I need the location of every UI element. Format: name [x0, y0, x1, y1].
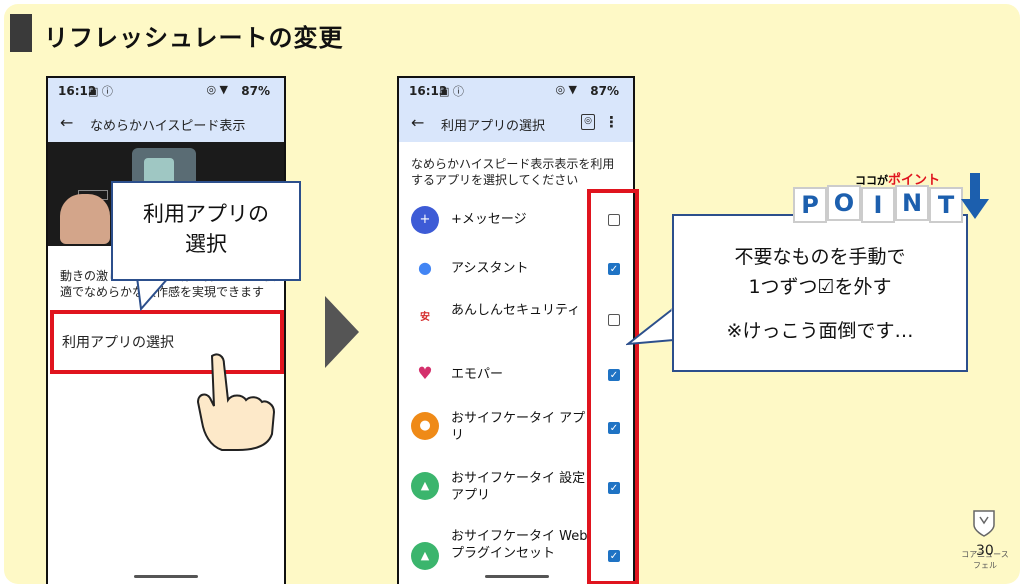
point-letter: O: [827, 185, 861, 221]
next-step-arrow-icon: [325, 296, 359, 368]
pointing-hand-icon: [196, 353, 276, 451]
screen-title: なめらかハイスピード表示: [90, 119, 246, 134]
shield-logo-icon: [973, 510, 995, 537]
app-name: エモパー: [451, 367, 504, 382]
home-indicator: [485, 575, 549, 578]
back-arrow-icon[interactable]: ←: [60, 113, 74, 132]
app-checkbox[interactable]: ✓: [608, 550, 620, 562]
app-bar: ← なめらかハイスピード表示: [48, 104, 284, 142]
assistant-icon: ●: [411, 254, 439, 282]
status-time: 16:13: [409, 84, 448, 98]
signal-icon: ◎ ▼: [555, 83, 577, 96]
point-letter: P: [793, 187, 827, 223]
android-icon: ▲: [411, 472, 439, 500]
battery-level: 87%: [590, 84, 619, 98]
title-accent-bar: [10, 14, 32, 52]
bubble-tail-left: [135, 277, 171, 311]
app-checkbox[interactable]: ✓: [608, 482, 620, 494]
app-checkbox[interactable]: ✓: [608, 369, 620, 381]
slide: リフレッシュレートの変更 16:12 ▣ ⓘ ◎ ▼ 87% ← なめらかハイス…: [4, 4, 1020, 584]
point-letter: T: [929, 187, 963, 223]
highlight-frame-select-row: [50, 310, 284, 374]
slide-title: リフレッシュレートの変更: [44, 24, 344, 52]
down-arrow-icon: [961, 173, 989, 219]
wallet-icon: ●: [411, 412, 439, 440]
point-letter: I: [861, 187, 895, 223]
app-name: おサイフケータイ Webプラグインセット: [451, 529, 588, 561]
app-list: + +メッセージ ● アシスタント ✓ 安 あんしんセキュリティ ♥ エモパー …: [399, 78, 633, 584]
search-app-icon[interactable]: ◎: [581, 114, 595, 130]
callout-line-3: ※けっこう面倒です…: [726, 320, 914, 342]
emopa-icon: ♥: [411, 360, 439, 388]
status-icons: ▣ ⓘ: [439, 85, 464, 98]
brand-logo: コアニュースフェル: [958, 509, 1012, 570]
security-icon: 安: [411, 304, 439, 332]
home-indicator: [134, 575, 198, 578]
app-checkbox[interactable]: [608, 214, 620, 226]
screen-title: 利用アプリの選択: [441, 119, 546, 134]
status-bar: 16:12 ▣ ⓘ ◎ ▼ 87%: [48, 78, 284, 104]
back-arrow-icon[interactable]: ←: [411, 113, 425, 132]
app-name: おサイフケータイ アプリ: [451, 411, 586, 443]
android-icon: ▲: [411, 542, 439, 570]
status-bar: 16:13 ▣ ⓘ ◎ ▼ 87%: [399, 78, 633, 104]
callout-uncheck-hint: 不要なものを手動で 1つずつ☑を外す ※けっこう面倒です…: [672, 214, 968, 372]
app-checkbox[interactable]: [608, 314, 620, 326]
more-options-icon[interactable]: ⋮: [604, 113, 619, 131]
page-number: 30: [976, 543, 994, 559]
logo-text: コアニュースフェル: [961, 550, 1009, 570]
app-name: アシスタント: [451, 261, 529, 276]
message-icon: +: [411, 206, 439, 234]
app-name: あんしんセキュリティ: [451, 303, 581, 318]
callout-line-1: 不要なものを手動で: [734, 246, 906, 268]
point-badge: ココがポイント P O I N T: [789, 169, 989, 225]
point-letter: N: [895, 185, 929, 221]
highlight-frame-checkboxes: [587, 189, 639, 584]
status-time: 16:12: [58, 84, 97, 98]
app-checkbox[interactable]: ✓: [608, 422, 620, 434]
phone-screen-right: 16:13 ▣ ⓘ ◎ ▼ 87% ← 利用アプリの選択 ◎ ⋮ なめらかハイス…: [397, 76, 635, 584]
battery-level: 87%: [241, 84, 270, 98]
select-apps-row[interactable]: 利用アプリの選択: [62, 335, 174, 351]
bubble-tail-right: [626, 305, 675, 346]
callout-line-2: 1つずつ☑を外す: [748, 276, 892, 298]
signal-icon: ◎ ▼: [206, 83, 228, 96]
callout-line-1: 利用アプリの: [143, 202, 269, 226]
point-caption: ココがポイント: [855, 169, 940, 188]
app-bar: ← 利用アプリの選択 ◎ ⋮: [399, 104, 633, 142]
status-icons: ▣ ⓘ: [88, 85, 113, 98]
app-checkbox[interactable]: ✓: [608, 263, 620, 275]
point-caption-black: ココが: [855, 174, 888, 187]
hand-image: [60, 194, 110, 244]
app-name: おサイフケータイ 設定アプリ: [451, 471, 586, 503]
select-hint: なめらかハイスピード表示表示を利用するアプリを選択してください: [411, 157, 615, 187]
app-name: +メッセージ: [451, 212, 527, 227]
callout-line-2: 選択: [185, 232, 227, 256]
callout-select-apps: 利用アプリの 選択: [111, 181, 301, 281]
point-caption-red: ポイント: [888, 173, 941, 188]
